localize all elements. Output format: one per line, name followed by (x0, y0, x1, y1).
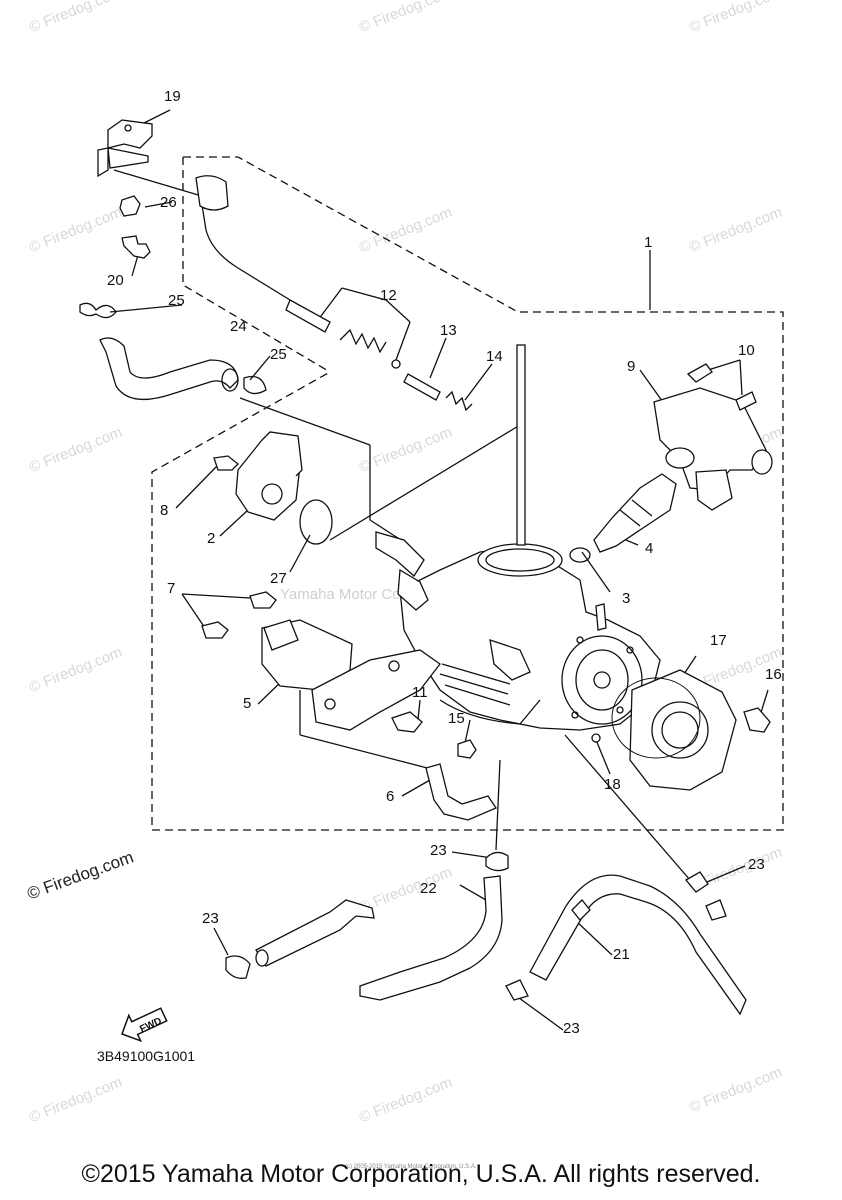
fwd-arrow (121, 1007, 168, 1043)
dashed-outline-upper (182, 157, 331, 373)
callout-11: 11 (412, 684, 428, 701)
nut-15 (457, 739, 477, 759)
callout-12: 12 (380, 287, 397, 304)
callout-8: 8 (160, 502, 169, 519)
callout-20: 20 (107, 272, 124, 289)
callout-16: 16 (765, 666, 782, 683)
bracket-19 (97, 119, 153, 178)
callout-3: 3 (622, 590, 631, 607)
o-ring-27 (299, 499, 333, 545)
callout-26: 26 (160, 194, 177, 211)
cover-17 (629, 669, 737, 791)
callout-25: 25 (270, 346, 287, 363)
screw-8 (213, 455, 239, 471)
callout-5: 5 (243, 695, 252, 712)
callout-10: 10 (738, 342, 755, 359)
injector-4 (593, 473, 677, 553)
callout-19: 19 (164, 88, 181, 105)
callout-22: 22 (420, 880, 437, 897)
hose-6 (425, 763, 497, 821)
spring-14 (445, 390, 473, 412)
callout-6: 6 (386, 788, 395, 805)
callout-7: 7 (167, 580, 176, 597)
callout-27: 27 (270, 570, 287, 587)
callout-13: 13 (440, 322, 457, 339)
screw-7b (201, 621, 229, 639)
screw-10a (686, 363, 713, 383)
bracket-plate (311, 649, 441, 731)
clamp-23a (485, 851, 509, 872)
clamp-23b (685, 871, 709, 893)
callout-18: 18 (604, 776, 621, 793)
callout-14: 14 (486, 348, 503, 365)
clamp-23d (505, 979, 529, 1001)
diagram-code: 3B49100G1001 (97, 1048, 196, 1064)
callout-9: 9 (627, 358, 636, 375)
screw-7a (249, 591, 277, 609)
callout-23: 23 (202, 910, 219, 927)
cable-nut (195, 175, 229, 211)
callout-23: 23 (430, 842, 447, 859)
callout-15: 15 (448, 710, 465, 727)
hose-24 (99, 337, 239, 400)
callout-24: 24 (230, 318, 247, 335)
spring-12 (339, 328, 387, 354)
callout-23: 23 (748, 856, 765, 873)
hose-left (255, 899, 375, 967)
callout-4: 4 (645, 540, 654, 557)
clip-26 (119, 195, 141, 217)
callout-21: 21 (613, 946, 630, 963)
clamp-23c (225, 955, 251, 979)
valve-13 (403, 373, 441, 401)
callout-17: 17 (710, 632, 727, 649)
dashed-outline-main (151, 156, 784, 831)
hose-21 (529, 874, 747, 1016)
screw-16 (743, 707, 771, 733)
callout-1: 1 (644, 234, 653, 251)
gasket-18 (611, 677, 701, 759)
callout-23: 23 (563, 1020, 580, 1037)
screw-11 (391, 711, 423, 733)
callout-25: 25 (168, 292, 185, 309)
o-ring-3 (569, 547, 591, 563)
tiny-copyright: (c) 2005-2015 Yamaha Motor Corporation, … (345, 1164, 477, 1170)
clamp-25b (243, 375, 267, 395)
screw-10b (735, 391, 757, 411)
callout-2: 2 (207, 530, 216, 547)
cable (201, 204, 291, 301)
hose-22 (359, 875, 503, 1001)
bolt-20 (121, 235, 151, 259)
copyright-notice: ©2015 Yamaha Motor Corporation, U.S.A. A… (81, 1160, 761, 1188)
clamp-25a (79, 302, 117, 319)
rod (516, 344, 526, 546)
